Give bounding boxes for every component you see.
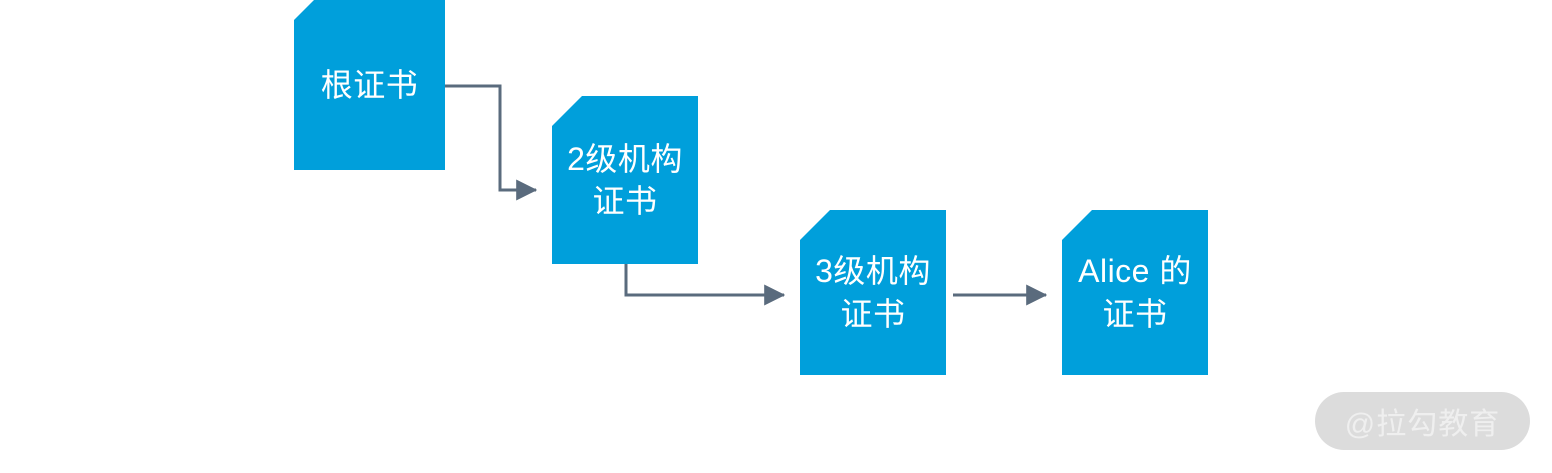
- connectors-group: [445, 84, 1048, 306]
- nodes-group: [294, 0, 1208, 375]
- watermark-text: @拉勾教育: [1344, 408, 1501, 441]
- alice-certificate-node[interactable]: [1062, 210, 1208, 375]
- level2-ca-certificate-node[interactable]: [552, 96, 698, 264]
- watermark-badge: @拉勾教育: [1315, 392, 1530, 450]
- root-certificate-node[interactable]: [294, 0, 445, 170]
- level3-ca-certificate-node[interactable]: [800, 210, 946, 375]
- connector-level2-to-level3: [624, 264, 786, 306]
- connector-root-to-level2: [445, 84, 538, 201]
